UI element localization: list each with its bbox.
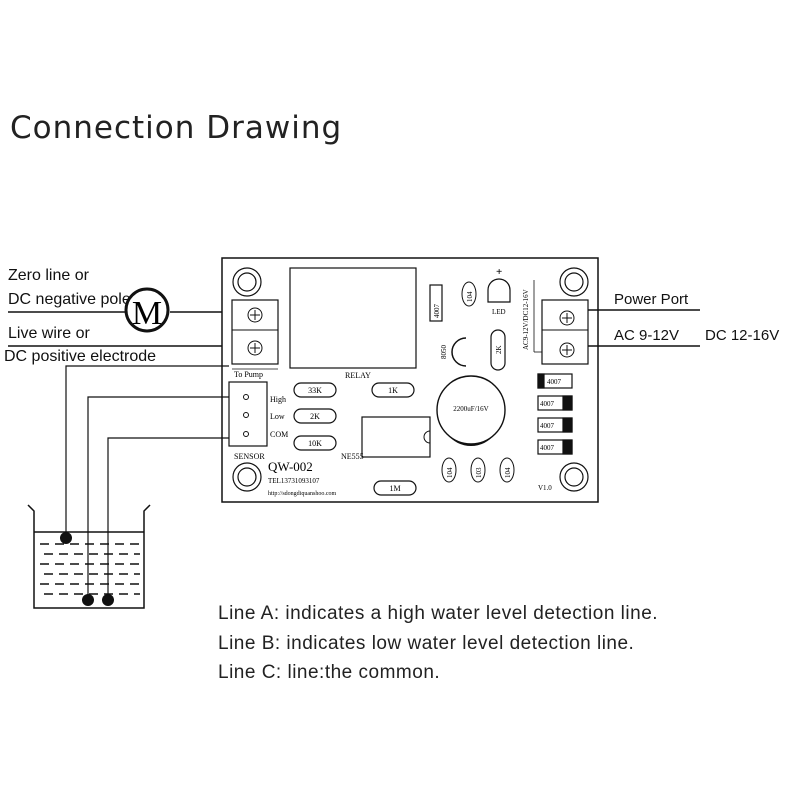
label-dc-negative: DC negative pole (8, 291, 131, 308)
transistor-label: 8050 (440, 345, 448, 360)
motor-symbol (124, 287, 170, 333)
url-label: http://sdongdiquanshoo.com (268, 491, 336, 497)
wire-line-c-com (107, 437, 229, 600)
com-label: COM (270, 430, 288, 439)
cap-104-a: 104 (446, 467, 454, 478)
legend-line-b: Line B: indicates low water level detect… (218, 633, 635, 654)
r-1m: 1M (389, 484, 400, 493)
cap-103: 103 (475, 467, 483, 478)
r-33k: 33K (308, 386, 322, 395)
diode-left (429, 284, 443, 322)
transistor-8050 (451, 337, 467, 367)
diode-label-2: 4007 (540, 400, 555, 408)
ne555-chip (361, 416, 431, 458)
label-ac-range: AC 9-12V (614, 327, 680, 344)
label-live-wire: Live wire or (8, 325, 90, 342)
tel-label: TEL13731093107 (268, 477, 320, 485)
cap-104-b: 104 (504, 467, 512, 478)
r-2k: 2K (310, 412, 320, 421)
diode-label-1: 4007 (547, 378, 562, 386)
relay-label: RELAY (345, 371, 371, 380)
cap-104-top-label: 104 (466, 291, 474, 302)
capacitor-label: 2200uF/16V (453, 405, 488, 413)
probe-high (60, 532, 72, 544)
sensor-connector (228, 381, 268, 447)
legend-line-c: Line C: line:the common. (218, 662, 441, 683)
r-2k-vertical-label: 2K (495, 345, 503, 354)
pump-terminal-block (231, 299, 279, 365)
led (487, 278, 511, 303)
version-label: V1.0 (538, 484, 552, 492)
r-1k: 1K (388, 386, 398, 395)
cap-104-top (461, 281, 477, 307)
water-beaker (27, 504, 151, 609)
to-pump-label: To Pump (234, 370, 263, 379)
low-label: Low (270, 412, 285, 421)
probe-com (102, 594, 114, 606)
ne555-label: NE555 (341, 452, 364, 461)
wire-line-a-high (65, 365, 229, 537)
probe-low (82, 594, 94, 606)
high-label: High (270, 395, 286, 404)
diode-left-label: 4007 (433, 304, 441, 319)
r-2k-vertical (490, 329, 506, 371)
led-plus: + (496, 266, 502, 278)
power-terminal-block (541, 299, 589, 365)
mounting-holes (232, 267, 589, 492)
diode-bank (537, 373, 573, 455)
relay (289, 267, 417, 369)
model-label: QW-002 (268, 459, 313, 474)
label-dc-positive: DC positive electrode (4, 348, 157, 365)
motor-letter: M (132, 295, 162, 332)
label-power-port: Power Port (614, 291, 689, 308)
wire-line-b-low (87, 396, 229, 600)
page-title: Connection Drawing (10, 110, 343, 146)
capacitor-2200uf (436, 375, 506, 447)
resistors (293, 382, 417, 496)
led-label: LED (492, 308, 506, 316)
sensor-label: SENSOR (234, 452, 265, 461)
bottom-caps (441, 457, 515, 483)
label-dc-range: DC 12-16V (705, 327, 780, 344)
r-10k: 10K (308, 439, 322, 448)
power-side-label: AC9-12V/DC12-16V (522, 289, 530, 350)
diode-label-4: 4007 (540, 444, 555, 452)
label-zero-line: Zero line or (8, 267, 89, 284)
legend-line-a: Line A: indicates a high water level det… (218, 603, 659, 624)
diode-label-3: 4007 (540, 422, 555, 430)
